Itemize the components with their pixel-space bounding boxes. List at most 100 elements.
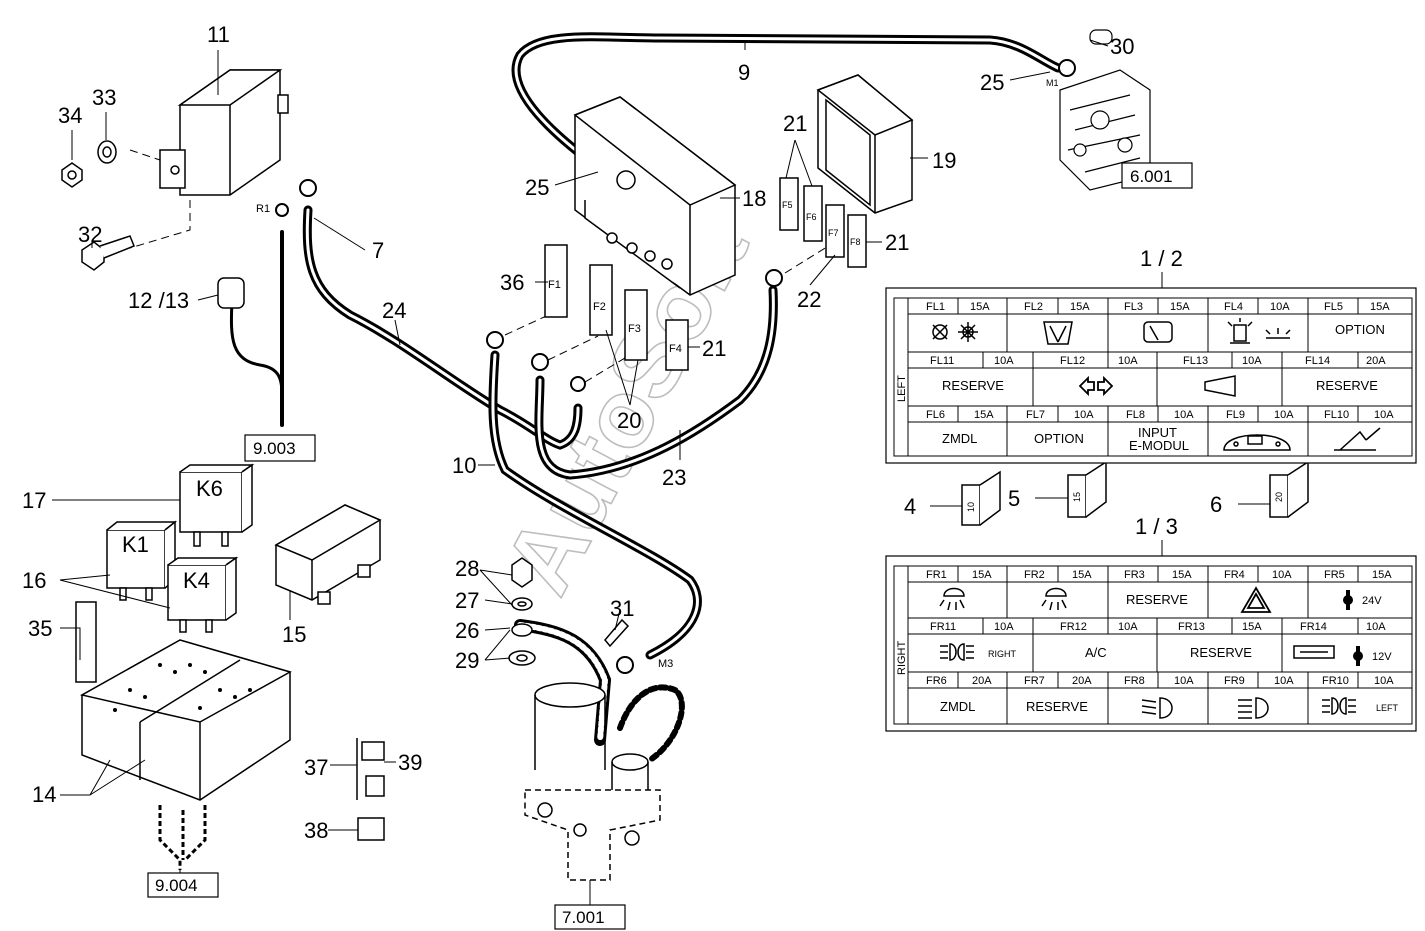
label-f2: F2: [593, 301, 606, 313]
callout-19: 19: [932, 148, 956, 173]
fl11-id: FL11: [930, 355, 954, 367]
relay-k4: [167, 556, 239, 633]
work-light-icon-2: [1041, 587, 1067, 611]
junction-box-18: [573, 96, 737, 296]
turn-signal-icon: [1078, 375, 1114, 397]
engine-illustration: [1059, 29, 1151, 191]
side-light-icon-2: [1322, 697, 1356, 715]
rear-wiper-icon: [1143, 321, 1173, 343]
hazard-icon: [1240, 586, 1272, 613]
small-labels: R1 M1 M3 K6 K1 K4 F1 F2 F3 F4 F5 F6 F7 F…: [122, 78, 1284, 670]
fuse-clips: [356, 738, 385, 841]
ref-6-001: 6.001: [1130, 167, 1173, 186]
fl8-id: FL8: [1126, 409, 1145, 421]
hardware-stack: [508, 557, 630, 666]
fl6-text: ZMDL: [942, 431, 977, 446]
callout-22: 22: [797, 287, 821, 312]
label-f5: F5: [782, 200, 793, 210]
fr7-amp: 20A: [1072, 675, 1092, 687]
fl3-id: FL3: [1124, 301, 1143, 313]
fr8-amp: 10A: [1174, 675, 1194, 687]
fl12-amp: 10A: [1118, 355, 1138, 367]
fr14-id: FR14: [1300, 621, 1327, 633]
fl6-id: FL6: [926, 409, 945, 421]
cables: [229, 32, 1063, 763]
relay-k6: [179, 463, 255, 547]
fl5-text: OPTION: [1335, 322, 1385, 337]
fr6-text: ZMDL: [940, 699, 975, 714]
right-side-label: RIGHT: [896, 641, 908, 676]
fl8-amp: 10A: [1174, 409, 1194, 421]
callout-30: 30: [1110, 34, 1134, 59]
fl11-amp: 10A: [994, 355, 1014, 367]
callout-23: 23: [662, 465, 686, 490]
fuse-strips: [544, 177, 867, 371]
callout-11: 11: [207, 22, 230, 47]
low-beam-icon: [1141, 697, 1173, 719]
control-module-11: [159, 69, 289, 196]
callout-16: 16: [22, 568, 46, 593]
fr11-amp: 10A: [994, 621, 1014, 633]
fr4-id: FR4: [1224, 569, 1245, 581]
connector-12-13: [217, 277, 245, 309]
fl6-amp: 15A: [974, 409, 994, 421]
fr10-amp: 10A: [1374, 675, 1394, 687]
callout-32: 32: [78, 222, 102, 247]
callout-37: 37: [304, 755, 328, 780]
fl4-amp: 10A: [1270, 301, 1290, 313]
fr14-amp: 10A: [1366, 621, 1386, 633]
callout-39: 39: [398, 750, 422, 775]
blade-fuses: [961, 460, 1309, 526]
reference-labels: 9.003 9.004 7.001 6.001: [155, 167, 1173, 927]
fl7-id: FL7: [1026, 409, 1045, 421]
side-light-icon: [940, 643, 974, 661]
label-m3: M3: [658, 658, 673, 670]
callout-25b: 25: [980, 70, 1004, 95]
label-f1: F1: [548, 279, 561, 291]
fl3-amp: 15A: [1170, 301, 1190, 313]
label-f4: F4: [669, 343, 682, 355]
fan-sun-icon: [932, 322, 978, 342]
fr3-id: FR3: [1124, 569, 1145, 581]
callout-31: 31: [610, 596, 634, 621]
fl2-id: FL2: [1024, 301, 1043, 313]
callout-9: 9: [738, 60, 750, 85]
label-k4: K4: [183, 568, 210, 593]
fr1-id: FR1: [926, 569, 947, 581]
fr14-text: 12V: [1372, 651, 1392, 663]
callout-36: 36: [500, 270, 524, 295]
ref-7-001: 7.001: [562, 908, 605, 927]
label-r1: R1: [256, 203, 270, 215]
fl5-id: FL5: [1324, 301, 1343, 313]
callout-1-2: 1 / 2: [1140, 246, 1183, 271]
fl1-id: FL1: [926, 301, 945, 313]
front-wiper-icon: [1043, 321, 1073, 345]
fr2-id: FR2: [1024, 569, 1045, 581]
callout-7: 7: [372, 238, 384, 263]
callout-25: 25: [525, 175, 549, 200]
callout-6: 6: [1210, 492, 1222, 517]
fuse-table-left: LEFT FL1 15A FL2 15A FL3 15A FL4 10A FL5…: [885, 287, 1417, 464]
fuse-box-connectors: [158, 805, 207, 870]
callout-4: 4: [904, 494, 916, 519]
label-fuse-10: 10: [966, 502, 976, 512]
fr11-id: FR11: [930, 621, 956, 633]
callout-38: 38: [304, 818, 328, 843]
fr9-amp: 10A: [1274, 675, 1294, 687]
label-f7: F7: [828, 228, 839, 238]
callout-20: 20: [617, 408, 641, 433]
fr3-amp: 15A: [1172, 569, 1192, 581]
callout-21a: 21: [702, 336, 726, 361]
fr12-text: A/C: [1085, 645, 1107, 660]
ref-9-004: 9.004: [155, 876, 198, 895]
fl9-amp: 10A: [1274, 409, 1294, 421]
callout-24: 24: [382, 298, 406, 323]
cover-box-19: [816, 74, 914, 214]
callout-10: 10: [452, 453, 476, 478]
fuse-box-dots: [113, 663, 252, 712]
fl4-id: FL4: [1224, 301, 1243, 313]
starter-motor: [524, 682, 661, 881]
label-k1: K1: [122, 532, 149, 557]
ref-9-003: 9.003: [253, 439, 296, 458]
fl8-text2: E-MODUL: [1129, 438, 1189, 453]
